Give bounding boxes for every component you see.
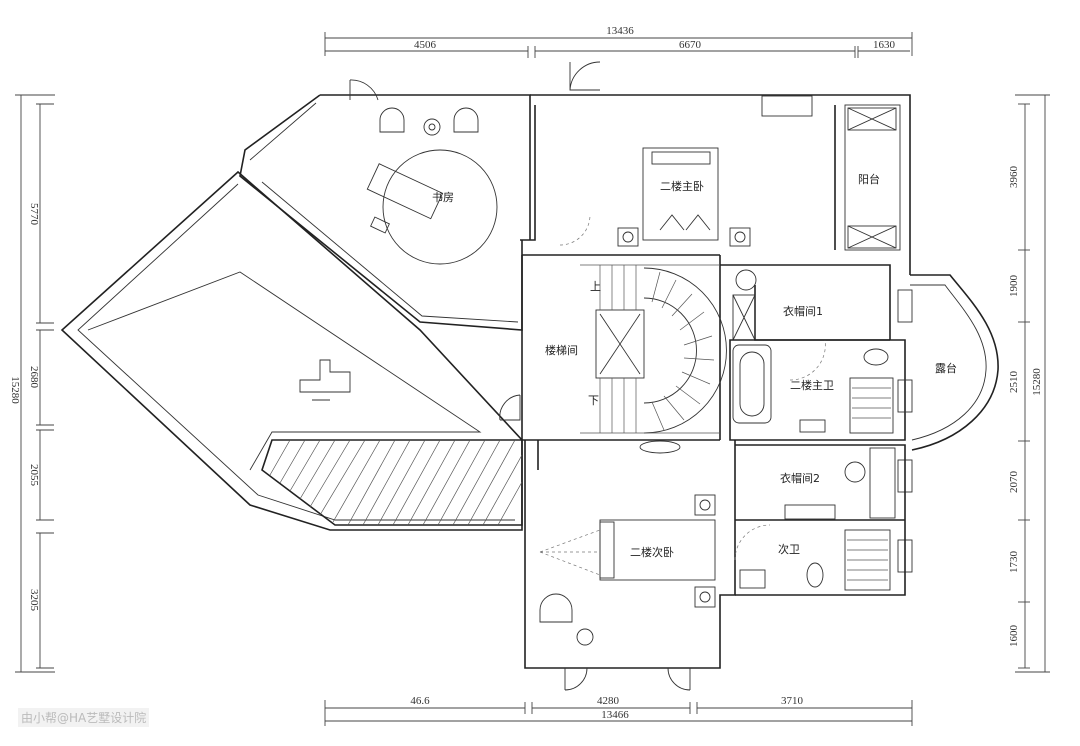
bottom-dimensions: 46.6 4280 3710 13466	[324, 695, 913, 726]
label-study: 书房	[432, 191, 454, 204]
dim-right-3: 2510	[1008, 371, 1020, 394]
dim-top-2: 6670	[679, 39, 702, 51]
dim-top-total: 13436	[606, 25, 634, 37]
curved-terrace	[897, 274, 999, 573]
dim-left-total: 15280	[9, 376, 21, 404]
label-master-bedroom: 二楼主卧	[660, 179, 704, 193]
label-master-bath: 二楼主卫	[790, 378, 834, 392]
master-bedroom	[520, 61, 911, 275]
stairwell	[499, 254, 727, 470]
label-closet-2: 衣帽间2	[780, 471, 820, 485]
label-stair-up: 上	[590, 280, 601, 293]
label-second-bedroom: 二楼次卧	[630, 545, 674, 559]
dim-right-1: 3960	[1008, 166, 1020, 189]
dim-top-3: 1630	[873, 39, 896, 51]
left-dimensions: 15280 5770 2680 2055 3205	[9, 94, 55, 673]
balcony	[844, 104, 901, 251]
dim-left-2: 2680	[28, 366, 40, 389]
right-dimensions: 3960 1900 2510 2070 1730 1600 15280	[1008, 94, 1050, 673]
label-second-bath: 次卫	[778, 542, 800, 556]
dim-left-4: 3205	[28, 589, 40, 612]
dim-right-5: 1730	[1008, 551, 1020, 574]
dim-right-total: 15280	[1031, 368, 1043, 396]
dim-right-2: 1900	[1008, 275, 1020, 298]
second-bedroom	[524, 440, 736, 691]
secondary-rooms	[734, 444, 906, 596]
label-balcony: 阳台	[858, 172, 880, 186]
master-suite-rooms	[720, 264, 906, 441]
dim-bottom-total: 13466	[601, 709, 629, 721]
label-terrace: 露台	[935, 361, 957, 375]
dim-left-3: 2055	[28, 464, 40, 487]
room-labels: 书房 二楼主卧 阳台 衣帽间1 楼梯间 二楼主卫 露台 衣帽间2 二楼次卧 次卫…	[432, 172, 957, 559]
dim-top-1: 4506	[414, 39, 437, 51]
top-dimensions: 13436 4506 6670 1630	[324, 25, 913, 58]
dim-right-6: 1600	[1008, 625, 1020, 648]
label-stairwell: 楼梯间	[545, 343, 578, 357]
label-closet-1: 衣帽间1	[783, 304, 823, 318]
dim-left-1: 5770	[28, 203, 40, 226]
label-stair-down: 下	[588, 394, 599, 407]
hatched-area	[261, 439, 523, 526]
roof-terrace	[60, 170, 523, 531]
dim-bottom-3: 3710	[781, 695, 804, 707]
dim-bottom-1: 46.6	[410, 695, 430, 707]
study	[239, 79, 531, 331]
dim-right-4: 2070	[1008, 471, 1020, 494]
watermark: 由小帮@HA艺墅设计院	[18, 708, 150, 727]
dim-bottom-2: 4280	[597, 695, 620, 707]
